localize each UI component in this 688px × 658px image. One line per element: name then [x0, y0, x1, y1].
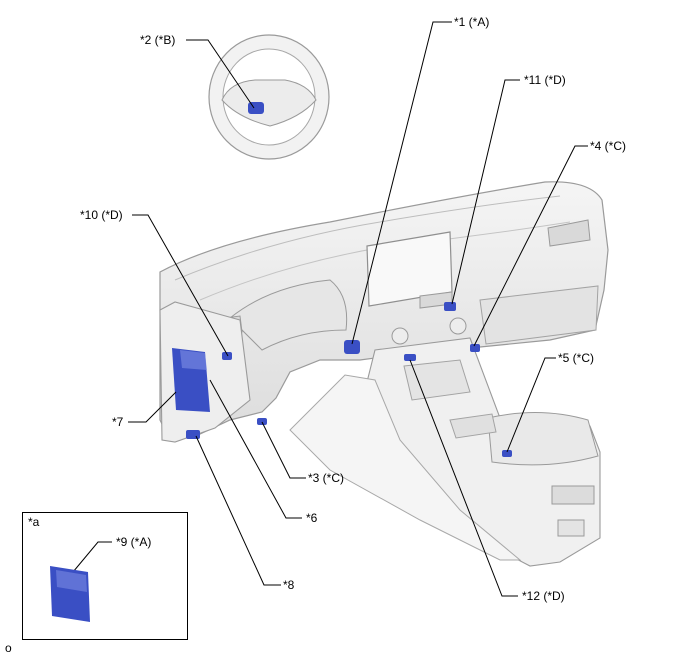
- leader-4: [473, 145, 588, 347]
- label-1: *1 (*A): [454, 15, 489, 29]
- footer-mark: o: [5, 641, 12, 655]
- highlighted-parts: [172, 302, 512, 457]
- inset-label: *a: [28, 515, 40, 529]
- leader-3: [261, 421, 306, 479]
- part-8: [186, 430, 200, 439]
- leader-12: [409, 359, 518, 597]
- label-3: *3 (*C): [308, 471, 344, 485]
- label-12: *12 (*D): [522, 589, 565, 603]
- part-11: [444, 302, 456, 311]
- leader-7: [128, 391, 177, 423]
- steering-part-highlight: [248, 102, 264, 114]
- leader-8: [195, 435, 281, 586]
- leader-2: [186, 39, 255, 109]
- label-2: *2 (*B): [140, 33, 175, 47]
- label-11: *11 (*D): [524, 73, 566, 87]
- leader-6: [209, 379, 302, 519]
- leader-lines: [67, 21, 588, 597]
- label-4: *4 (*C): [590, 139, 626, 153]
- leader-5: [506, 357, 556, 453]
- leader-10: [132, 214, 229, 357]
- part-4: [470, 344, 480, 352]
- center-console: [289, 337, 601, 567]
- label-6: *6: [306, 511, 318, 525]
- inset-ecu-part: [50, 566, 90, 622]
- label-10: *10 (*D): [80, 208, 123, 222]
- label-5: *5 (*C): [558, 351, 594, 365]
- inset-box: [22, 512, 188, 640]
- steering-wheel: [208, 34, 330, 160]
- part-6: [222, 352, 232, 360]
- leader-11: [451, 79, 520, 305]
- callout-labels: *2 (*B) *1 (*A) *11 (*D) *4 (*C) *10 (*D…: [28, 15, 626, 603]
- leader-1: [351, 21, 452, 345]
- leader-9: [67, 541, 112, 579]
- label-7: *7: [112, 415, 124, 429]
- part-12: [404, 354, 416, 361]
- part-1: [344, 340, 360, 354]
- part-3: [257, 418, 267, 425]
- part-5: [502, 450, 512, 457]
- label-9: *9 (*A): [116, 535, 151, 549]
- label-8: *8: [283, 578, 295, 592]
